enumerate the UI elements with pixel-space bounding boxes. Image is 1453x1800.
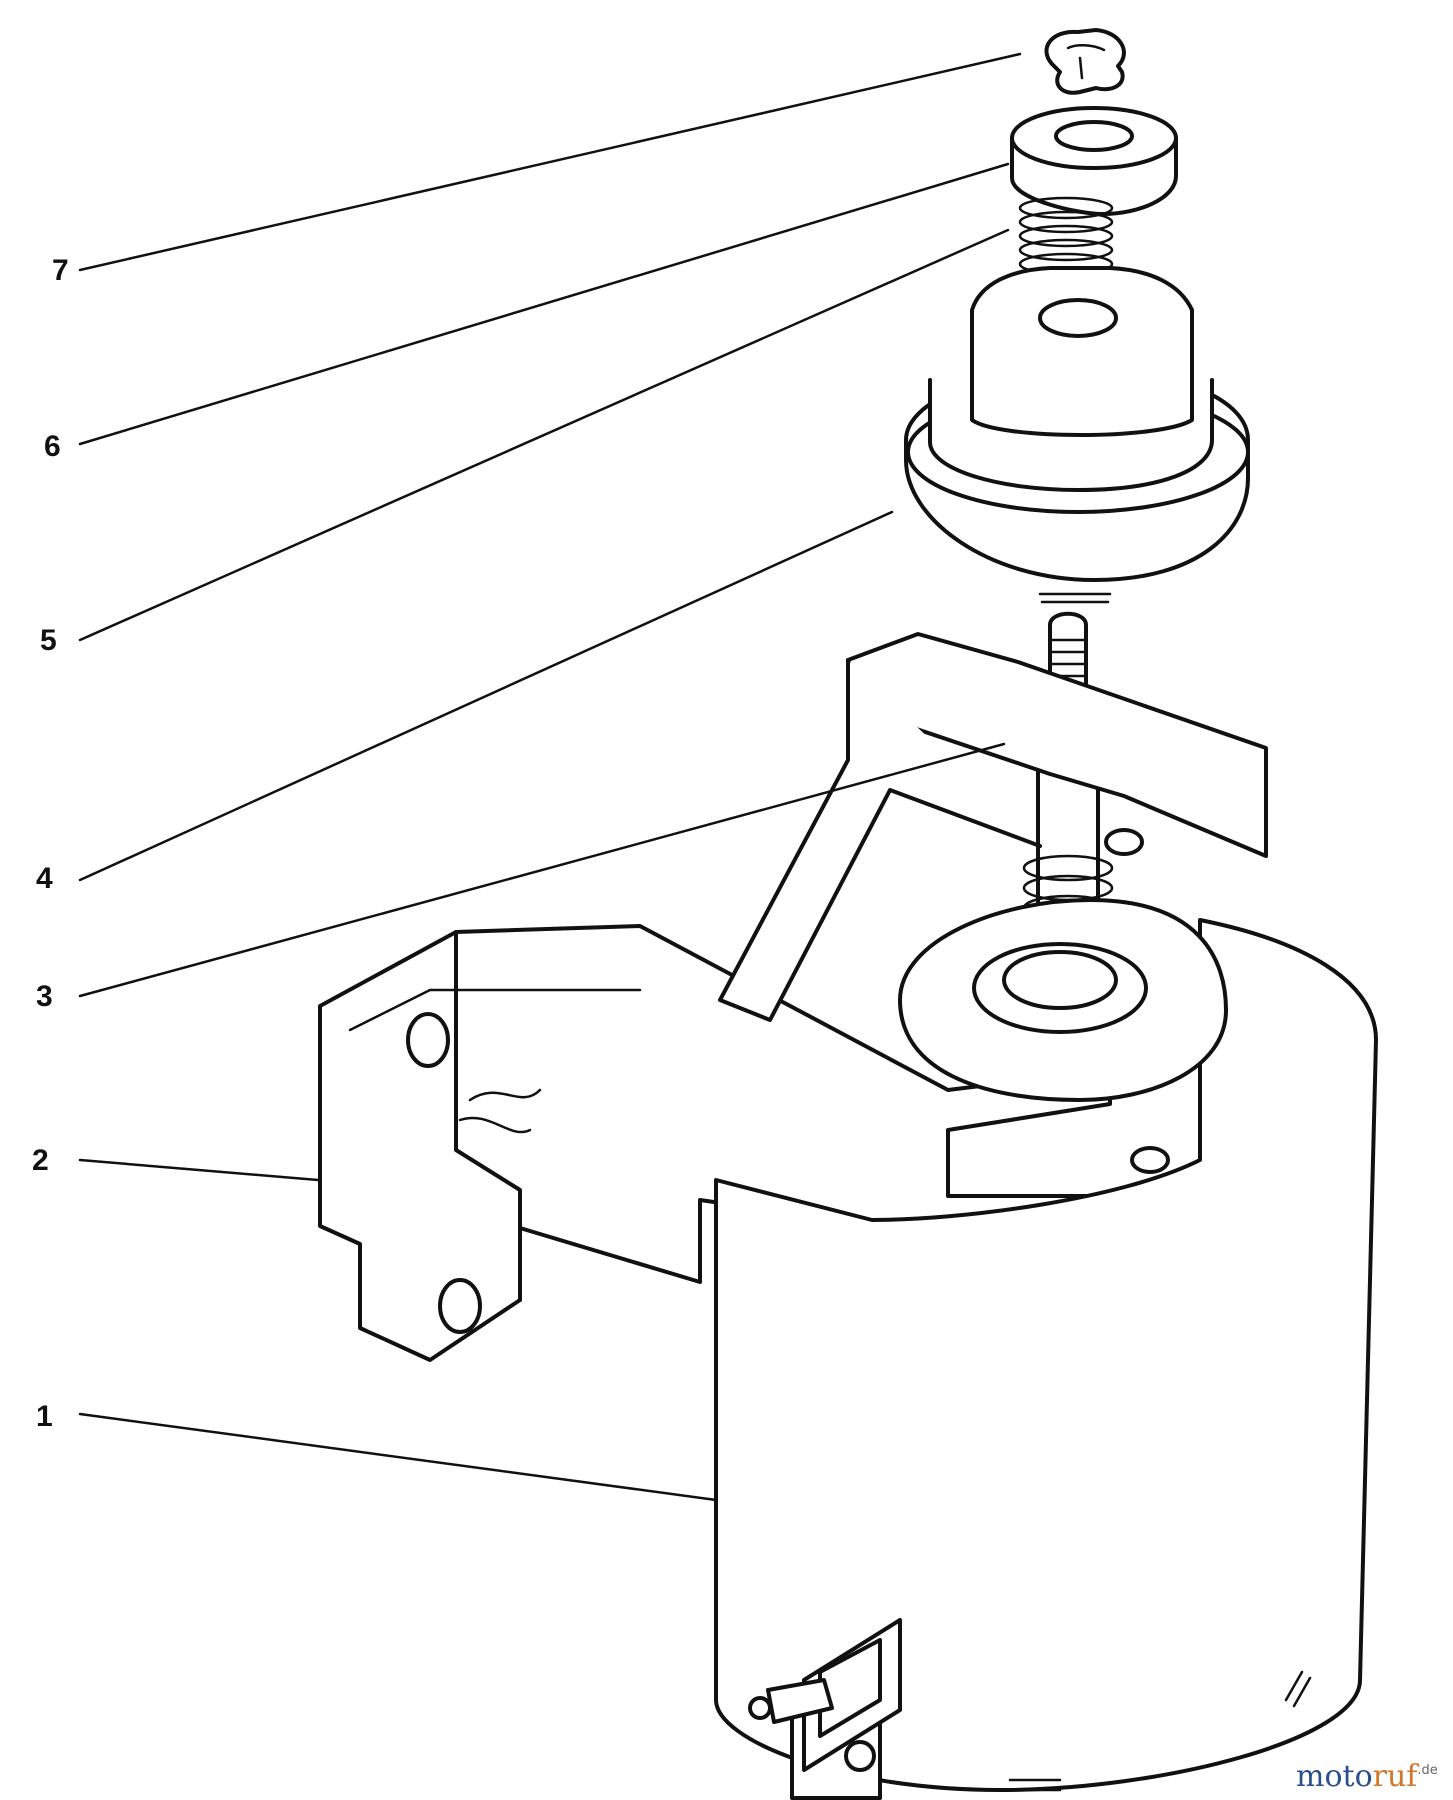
callout-4: 4	[36, 862, 53, 895]
retaining-clip	[1044, 28, 1126, 95]
watermark-ruf: ruf	[1373, 1759, 1420, 1794]
callout-3: 3	[36, 980, 53, 1013]
callout-5: 5	[40, 624, 57, 657]
small-spring	[1018, 196, 1114, 276]
site-watermark: motoruf.de	[1296, 1759, 1438, 1794]
callout-7: 7	[52, 254, 69, 287]
pinion-gear	[904, 266, 1250, 604]
svg-text:motoruf.de: motoruf.de	[1296, 1759, 1438, 1794]
starter-motor-housing	[714, 898, 1378, 1800]
collar-washer	[1010, 106, 1178, 216]
watermark-tld: .de	[1417, 1763, 1437, 1778]
watermark-moto: moto	[1296, 1759, 1373, 1794]
callout-2: 2	[32, 1144, 49, 1177]
leader-lines	[78, 52, 1022, 1502]
callout-6: 6	[44, 430, 61, 463]
callout-1: 1	[36, 1400, 53, 1433]
